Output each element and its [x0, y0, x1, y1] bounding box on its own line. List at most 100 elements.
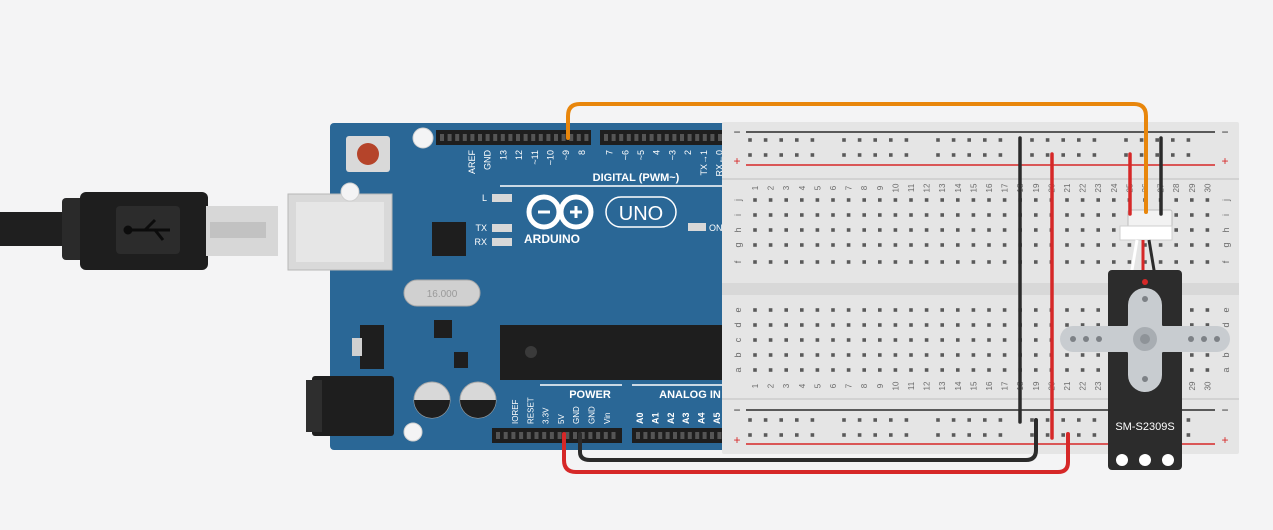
- breadboard-hole[interactable]: [1034, 308, 1038, 312]
- header-socket[interactable]: [718, 134, 722, 141]
- header-socket[interactable]: [702, 134, 707, 141]
- header-socket[interactable]: [649, 134, 654, 141]
- breadboard-hole[interactable]: [846, 368, 851, 372]
- breadboard-hole[interactable]: [831, 338, 835, 342]
- breadboard-hole[interactable]: [800, 353, 804, 357]
- breadboard-hole[interactable]: [956, 213, 960, 217]
- header-socket[interactable]: [717, 432, 722, 439]
- breadboard-hole[interactable]: [878, 368, 882, 372]
- breadboard-hole[interactable]: [940, 368, 944, 372]
- breadboard-hole[interactable]: [1127, 243, 1132, 247]
- rail-hole[interactable]: [936, 433, 940, 437]
- breadboard-hole[interactable]: [831, 323, 835, 327]
- breadboard-hole[interactable]: [909, 213, 913, 217]
- breadboard-hole[interactable]: [1065, 308, 1069, 312]
- header-socket[interactable]: [526, 432, 531, 439]
- usb-cable[interactable]: [0, 192, 278, 270]
- breadboard-hole[interactable]: [971, 368, 976, 372]
- rail-hole[interactable]: [904, 153, 909, 157]
- breadboard-hole[interactable]: [971, 353, 976, 357]
- header-socket[interactable]: [665, 432, 670, 439]
- breadboard-hole[interactable]: [909, 228, 913, 232]
- breadboard-hole[interactable]: [800, 323, 804, 327]
- breadboard-hole[interactable]: [909, 260, 913, 264]
- rail-hole[interactable]: [967, 138, 971, 142]
- header-socket[interactable]: [565, 432, 570, 439]
- header-socket[interactable]: [619, 134, 624, 141]
- rail-hole[interactable]: [748, 138, 752, 142]
- rail-hole[interactable]: [983, 418, 987, 422]
- breadboard-hole[interactable]: [924, 323, 929, 327]
- breadboard-hole[interactable]: [1080, 228, 1085, 232]
- breadboard-hole[interactable]: [753, 198, 757, 202]
- breadboard-hole[interactable]: [862, 368, 866, 372]
- breadboard-hole[interactable]: [987, 323, 991, 327]
- header-socket[interactable]: [542, 432, 547, 439]
- breadboard-hole[interactable]: [815, 338, 820, 342]
- rail-hole[interactable]: [951, 153, 956, 157]
- header-socket[interactable]: [519, 432, 524, 439]
- breadboard-holes[interactable]: [748, 138, 1210, 437]
- rail-hole[interactable]: [779, 433, 783, 437]
- breadboard-hole[interactable]: [924, 228, 929, 232]
- breadboard-hole[interactable]: [987, 228, 991, 232]
- breadboard-hole[interactable]: [909, 368, 913, 372]
- rail-hole[interactable]: [1092, 153, 1097, 157]
- breadboard-hole[interactable]: [1205, 353, 1210, 357]
- breadboard-hole[interactable]: [909, 198, 913, 202]
- header-socket[interactable]: [664, 134, 669, 141]
- breadboard-hole[interactable]: [1065, 323, 1069, 327]
- breadboard-hole[interactable]: [878, 260, 882, 264]
- breadboard-hole[interactable]: [1143, 243, 1147, 247]
- breadboard-hole[interactable]: [753, 243, 757, 247]
- breadboard-hole[interactable]: [1205, 243, 1210, 247]
- rail-hole[interactable]: [748, 418, 752, 422]
- breadboard-hole[interactable]: [862, 228, 866, 232]
- breadboard-hole[interactable]: [878, 353, 882, 357]
- breadboard-hole[interactable]: [1190, 243, 1194, 247]
- breadboard-hole[interactable]: [1096, 228, 1100, 232]
- rail-hole[interactable]: [810, 138, 815, 142]
- rail-hole[interactable]: [1030, 433, 1034, 437]
- breadboard-hole[interactable]: [753, 338, 757, 342]
- signal-wire-pin9[interactable]: [566, 102, 1148, 214]
- breadboard-hole[interactable]: [753, 228, 757, 232]
- breadboard-hole[interactable]: [846, 353, 851, 357]
- header-socket[interactable]: [523, 134, 528, 141]
- rail-hole[interactable]: [810, 153, 815, 157]
- rail-hole[interactable]: [763, 138, 768, 142]
- breadboard-hole[interactable]: [1205, 323, 1210, 327]
- header-socket[interactable]: [626, 134, 631, 141]
- rail-hole[interactable]: [1077, 418, 1081, 422]
- breadboard-hole[interactable]: [1065, 260, 1069, 264]
- rail-hole[interactable]: [842, 153, 846, 157]
- breadboard-hole[interactable]: [878, 228, 882, 232]
- breadboard-hole[interactable]: [784, 323, 788, 327]
- breadboard-hole[interactable]: [1096, 323, 1100, 327]
- rail-hole[interactable]: [1077, 153, 1081, 157]
- header-socket[interactable]: [546, 134, 551, 141]
- rail-hole[interactable]: [998, 153, 1003, 157]
- breadboard-hole[interactable]: [846, 198, 851, 202]
- reset-button[interactable]: [357, 143, 379, 165]
- breadboard-hole[interactable]: [1190, 323, 1194, 327]
- breadboard-hole[interactable]: [1002, 308, 1007, 312]
- breadboard-hole[interactable]: [940, 228, 944, 232]
- breadboard-hole[interactable]: [971, 228, 976, 232]
- breadboard-hole[interactable]: [846, 228, 851, 232]
- header-socket[interactable]: [702, 432, 707, 439]
- breadboard-hole[interactable]: [768, 260, 773, 264]
- header-socket[interactable]: [569, 134, 574, 141]
- header-socket[interactable]: [680, 432, 685, 439]
- breadboard-hole[interactable]: [1096, 213, 1100, 217]
- breadboard-hole[interactable]: [893, 353, 898, 357]
- breadboard-hole[interactable]: [1065, 198, 1069, 202]
- rail-hole[interactable]: [1061, 153, 1065, 157]
- breadboard-hole[interactable]: [1190, 353, 1194, 357]
- breadboard-hole[interactable]: [768, 213, 773, 217]
- breadboard-hole[interactable]: [815, 323, 820, 327]
- header-socket[interactable]: [658, 432, 663, 439]
- breadboard-hole[interactable]: [1174, 228, 1178, 232]
- breadboard-hole[interactable]: [784, 353, 788, 357]
